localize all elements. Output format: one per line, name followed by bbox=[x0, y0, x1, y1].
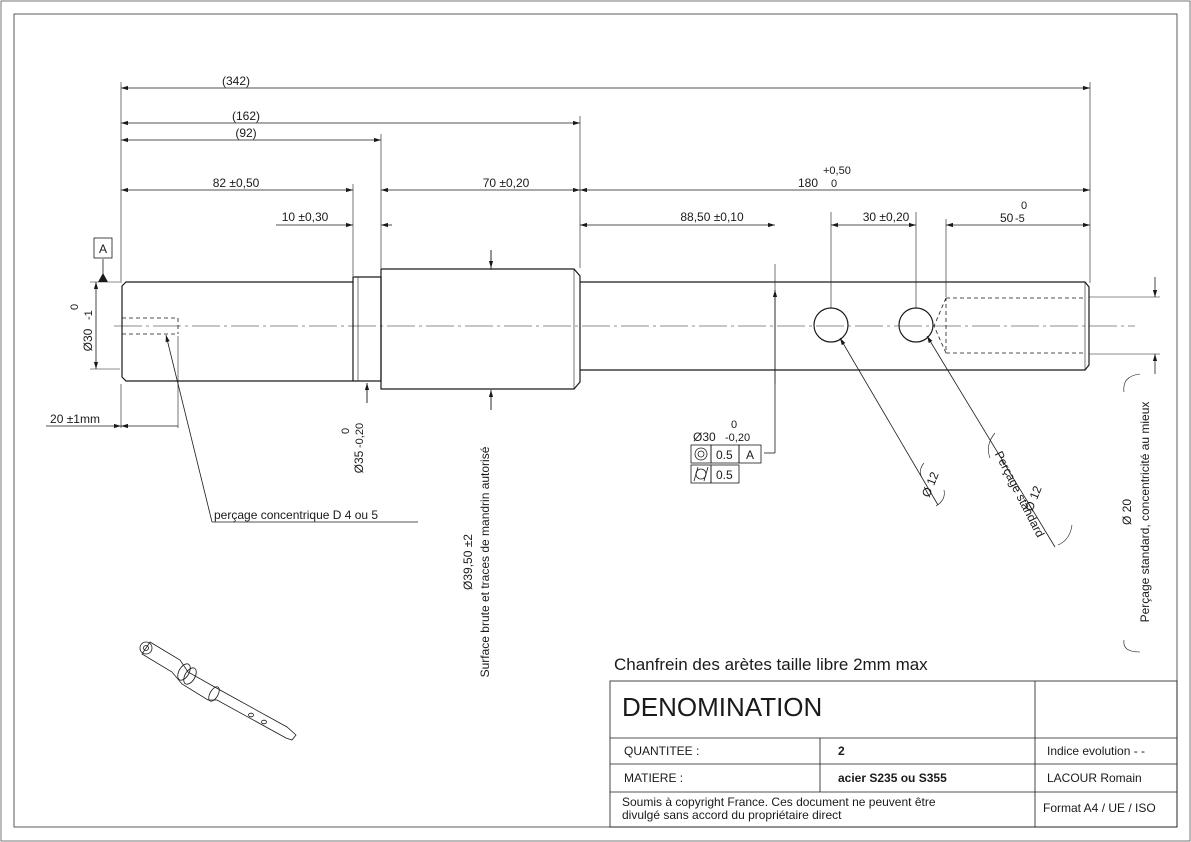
copyright-line-2: divulgé sans accord du propriétaire dire… bbox=[622, 808, 842, 822]
dim-dia-35-tol-lower: -0,20 bbox=[354, 423, 366, 448]
chamfer-note: Chanfrein des arètes taille libre 2mm ma… bbox=[614, 655, 928, 674]
hole-12-b-paren bbox=[988, 432, 996, 459]
title-block bbox=[609, 680, 1178, 828]
dim-dia-35-tol-upper: 0 bbox=[340, 428, 352, 434]
dim-dia-39-50-note: Surface brute et traces de mandrin autor… bbox=[478, 446, 492, 677]
datum-a-marker: A bbox=[93, 237, 113, 259]
dim-dia-39-50-value: Ø39,50 ±2 bbox=[461, 534, 475, 590]
dim-dia-30-end-nominal: Ø30 bbox=[81, 328, 95, 351]
center-drill-note: perçage concentrique D 4 ou 5 bbox=[214, 508, 378, 522]
tol-concentricity-datum: A bbox=[746, 448, 754, 462]
dim-length-20: 20 ±1mm bbox=[50, 412, 100, 426]
bore-20-label: Ø 20 bbox=[1120, 499, 1134, 525]
dim-ref-92: (92) bbox=[235, 126, 256, 140]
dim-length-50-tol-lower: -5 bbox=[1015, 213, 1025, 225]
dim-dia-30-end-tol-upper: 0 bbox=[69, 304, 81, 310]
material-label: MATIERE : bbox=[624, 771, 683, 785]
dim-length-50-tol-upper: 0 bbox=[1021, 200, 1027, 212]
quantity-label: QUANTITEE : bbox=[624, 744, 699, 758]
dim-ref-162: (162) bbox=[232, 109, 260, 123]
sheet-inner-border bbox=[13, 13, 1178, 828]
tol-concentricity-value: 0.5 bbox=[716, 448, 733, 462]
dim-length-10: 10 ±0,30 bbox=[282, 210, 329, 224]
datum-a-label: A bbox=[99, 242, 107, 256]
dim-dia-35-nominal: Ø35 bbox=[352, 450, 366, 473]
dim-dia-30-mid-tol-lower: -0,20 bbox=[725, 432, 750, 444]
material-value: acier S235 ou S355 bbox=[838, 771, 947, 785]
hole-12-a-label: Ø 12 bbox=[919, 470, 942, 500]
dim-dia-30-end-tol-lower: -1 bbox=[83, 310, 95, 320]
revision-index: Indice evolution - - bbox=[1047, 744, 1145, 758]
bore-20-note: Perçage standard, concentricité au mieux bbox=[1138, 402, 1152, 623]
copyright-line-1: Soumis à copyright France. Ces document … bbox=[622, 795, 936, 809]
dim-length-88-50: 88,50 ±0,10 bbox=[680, 210, 744, 224]
format-label: Format A4 / UE / ISO bbox=[1043, 801, 1156, 815]
dim-length-82: 82 ±0,50 bbox=[213, 176, 260, 190]
author-name: LACOUR Romain bbox=[1047, 771, 1142, 785]
dim-length-30: 30 ±0,20 bbox=[863, 210, 910, 224]
tolerance-frame-cylindricity: 0.5 bbox=[690, 464, 740, 484]
dim-length-180-tol-lower: 0 bbox=[831, 178, 837, 190]
tol-cylindricity-value: 0.5 bbox=[716, 468, 733, 482]
dim-length-180-tol-upper: +0,50 bbox=[823, 165, 851, 177]
dim-dia-35: Ø35 0 -0,20 bbox=[340, 423, 366, 473]
quantity-value: 2 bbox=[838, 744, 845, 758]
dimension-lines bbox=[46, 85, 1158, 429]
leader-lines bbox=[98, 259, 1056, 548]
tolerance-frame-concentricity: 0.5 A bbox=[690, 444, 762, 464]
shaft-profile bbox=[114, 268, 1135, 390]
dim-length-70: 70 ±0,20 bbox=[483, 176, 530, 190]
dim-dia-30-end: Ø30 0 -1 bbox=[69, 304, 95, 351]
cylindricity-symbol-icon bbox=[695, 468, 707, 480]
dim-overall-342: (342) bbox=[222, 74, 250, 88]
title-denomination: DENOMINATION bbox=[622, 692, 822, 722]
dim-dia-39-50: Ø39,50 ±2 bbox=[461, 534, 475, 590]
dim-length-180: 180 bbox=[798, 176, 818, 190]
concentricity-symbol-icon bbox=[694, 447, 708, 461]
dim-dia-30-mid-tol-upper: 0 bbox=[731, 419, 737, 431]
dim-dia-30-mid: Ø30 bbox=[693, 430, 716, 444]
dim-length-50: 50 bbox=[1000, 211, 1014, 225]
cross-hole-1 bbox=[813, 307, 849, 343]
isometric-view bbox=[139, 641, 297, 741]
